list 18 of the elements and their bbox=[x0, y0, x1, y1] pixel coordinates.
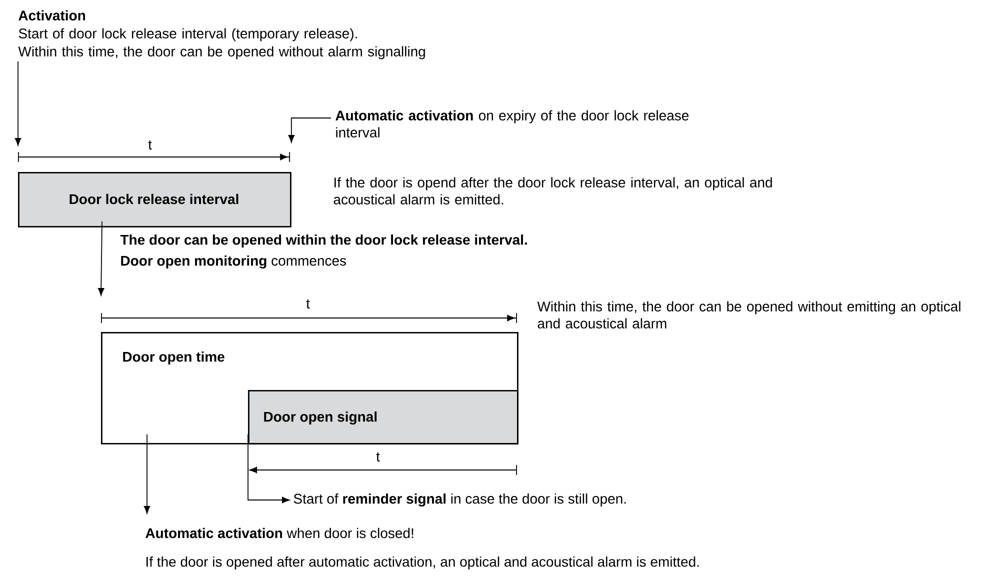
closed-text: Automatic activation when door is closed! bbox=[146, 528, 414, 538]
note-text: Within this time, the door can be opened without emitting an optical and acoustical alarm bbox=[537, 301, 960, 328]
note-text: The door can be opened within the door lock release interval. bbox=[120, 234, 527, 248]
arrow bbox=[144, 434, 150, 514]
activation-text: Activation Start of door lock release interval (temporary release). Within this time, the door can be opened without alarm signalling bbox=[18, 10, 425, 60]
note-text: Door open monitoring commences bbox=[121, 255, 346, 269]
interval-box: Door lock release interval bbox=[18, 172, 292, 228]
note-text: If the door is opened after automatic activation, an optical and acoustical alarm is emitted. bbox=[146, 556, 699, 570]
dimension-label: t bbox=[306, 299, 310, 309]
note-text: If the door is opend after the door lock release interval, an optical and acoustical alarm is emitted. bbox=[334, 177, 772, 204]
arrow bbox=[248, 434, 290, 504]
reminder-text: Start of reminder signal in case the door is still open. bbox=[294, 493, 626, 507]
callout-text: Automatic activation on expiry of the door lock release interval bbox=[336, 110, 689, 138]
door-open-signal-box: Door open signal bbox=[248, 390, 518, 444]
leader-line bbox=[288, 118, 332, 143]
arrow bbox=[14, 61, 22, 146]
dimension-label: t bbox=[148, 140, 152, 150]
arrow bbox=[98, 220, 104, 296]
